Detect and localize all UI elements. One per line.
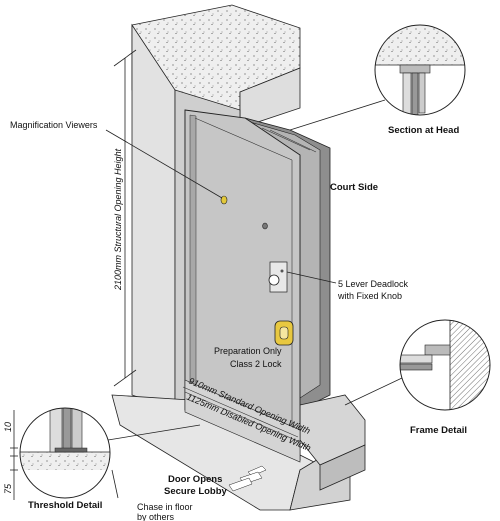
height-dimension: 2100mm Structural Opening Height: [113, 49, 137, 387]
magnification-viewer-icon: [220, 195, 228, 205]
section-at-head-detail: [289, 24, 466, 131]
threshold-detail: [19, 407, 201, 499]
door-opens-label-line1: Door Opens: [168, 474, 222, 485]
deadlock-callout: [286, 271, 337, 284]
class2-lock-plate-icon: [274, 320, 294, 346]
chase-label-line2: by others: [137, 512, 175, 521]
deadlock-label-line2: with Fixed Knob: [337, 291, 402, 301]
threshold-top-dim: 10: [3, 422, 13, 432]
height-dimension-label: 2100mm Structural Opening Height: [113, 148, 123, 291]
chase-label-line1: Chase in floor: [137, 502, 193, 512]
door-open-direction-arrow-icon: [228, 465, 267, 492]
prep-label-line2: Class 2 Lock: [230, 359, 282, 369]
magnification-viewer-icon: [262, 222, 268, 230]
threshold-dimension: 10 75: [3, 410, 18, 500]
wall: [131, 4, 301, 411]
section-at-head-label: Section at Head: [388, 125, 459, 136]
door-opens-label-line2: Secure Lobby: [164, 486, 228, 497]
chase-callout: [111, 469, 119, 499]
threshold-bottom-dim: 75: [3, 483, 13, 494]
deadlock-label-line1: 5 Lever Deadlock: [338, 279, 409, 289]
prep-label-line1: Preparation Only: [214, 346, 282, 356]
frame-detail: [344, 319, 491, 411]
fixed-knob-icon: [268, 261, 288, 293]
threshold-detail-label: Threshold Detail: [28, 500, 102, 511]
magnification-viewers-callout: [105, 129, 223, 199]
frame-detail-label: Frame Detail: [410, 425, 467, 436]
court-side-label: Court Side: [330, 182, 378, 193]
magnification-viewers-label: Magnification Viewers: [10, 120, 98, 130]
